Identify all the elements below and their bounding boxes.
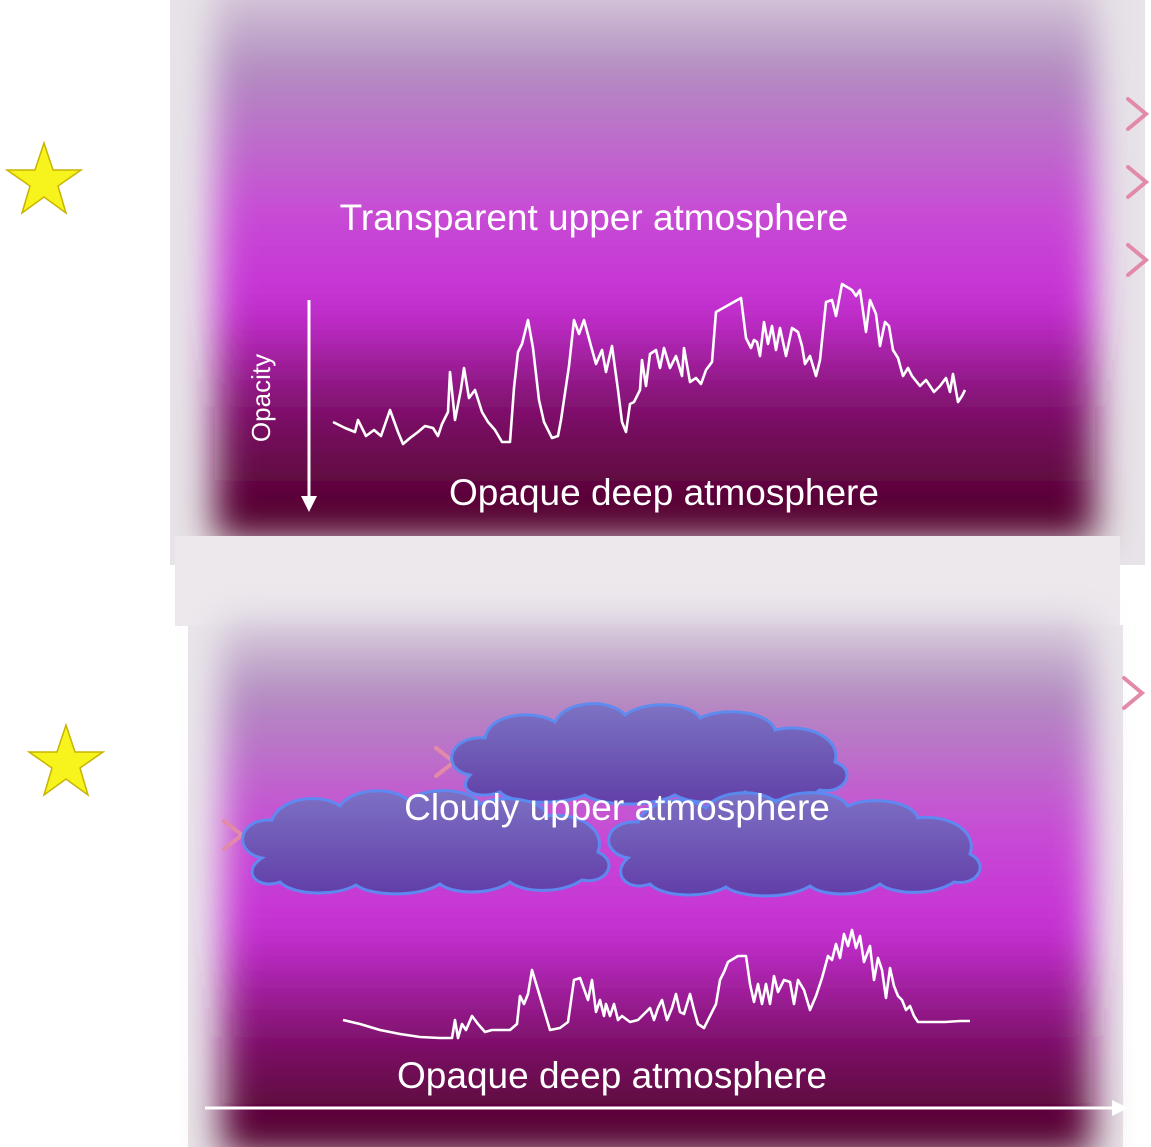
- arrow-icon: [1122, 676, 1146, 710]
- arrow-icon: [1112, 1100, 1128, 1116]
- opacity-axis-label: Opacity: [246, 354, 276, 442]
- star-icon: [4, 140, 84, 215]
- cloud-icon: [241, 789, 611, 896]
- top-atmosphere: [215, 0, 1095, 540]
- top-upper-label: Transparent upper atmosphere: [340, 197, 849, 238]
- top-deep-label: Opaque deep atmosphere: [449, 472, 879, 513]
- bottom-upper-label: Cloudy upper atmosphere: [404, 787, 830, 828]
- arrow-icon: [1126, 243, 1150, 277]
- arrow-icon: [1126, 165, 1150, 199]
- top-panel: Transparent upper atmosphere Opacity Opa…: [4, 0, 1150, 626]
- arrow-icon: [301, 496, 317, 512]
- star-icon: [26, 722, 106, 797]
- top-panel-shadow: [175, 536, 1120, 626]
- top-opacity-spectrum: [332, 282, 967, 446]
- cloud-icon: [450, 702, 849, 806]
- bottom-deep-label: Opaque deep atmosphere: [397, 1055, 827, 1096]
- cloud-icon: [607, 791, 982, 898]
- bottom-panel: Cloudy upper atmosphere Opaque deep atmo…: [26, 620, 1146, 1147]
- bottom-light-rays: [116, 676, 1146, 851]
- arrow-icon: [1126, 97, 1150, 131]
- top-light-rays: [92, 97, 1150, 277]
- bottom-opacity-spectrum: [342, 928, 970, 1040]
